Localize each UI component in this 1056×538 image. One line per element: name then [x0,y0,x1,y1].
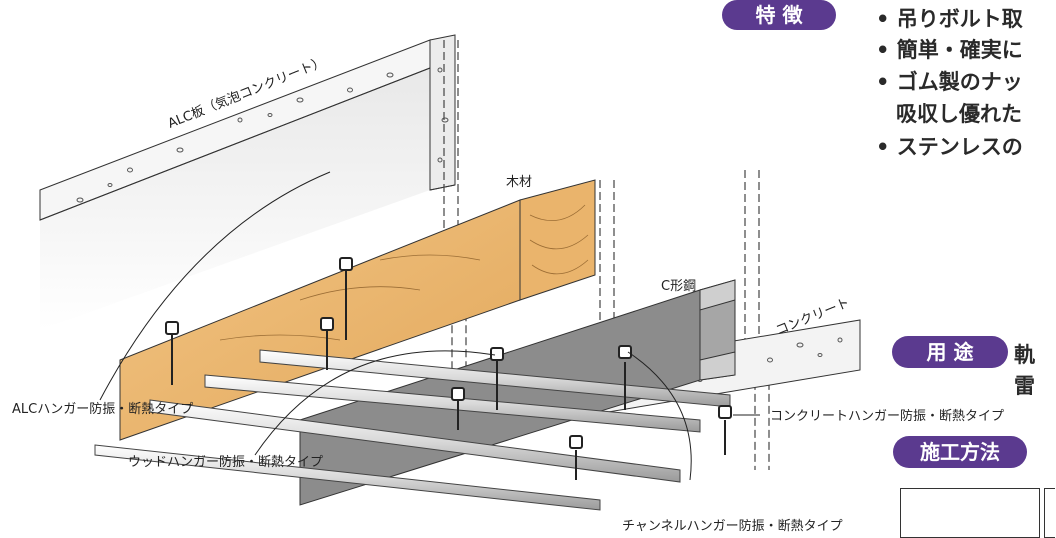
use-line-2: 雷 [1014,374,1035,398]
hanger-7 [569,435,583,480]
alc-hanger-callout: ALCハンガー防振・断熱タイプ [12,401,193,417]
hanger-1 [165,321,179,385]
callout-leader-lines [99,171,760,481]
method-step-box-1 [900,488,1040,538]
hanger-5 [451,387,465,430]
c-shaped-steel [299,279,736,506]
alc-slab [39,34,456,330]
use-line-1: 軌 [1014,343,1035,367]
hanger-4 [320,317,334,370]
feature-item-3: • ゴム製のナッ [876,70,1023,94]
hanger-8 [718,405,732,455]
feature-item-3-continued: 吸収し優れた [896,102,1022,126]
feature-item-2: • 簡単・確実に [876,38,1023,62]
concrete-hanger-callout: コンクリートハンガー防振・断熱タイプ [770,408,1004,424]
wood-hanger-callout: ウッドハンガー防振・断熱タイプ [128,454,323,470]
hanger-2 [339,257,353,340]
method-badge: 施工方法 [893,436,1027,468]
feature-item-1: • 吊りボルト取 [876,7,1023,31]
channel-hanger-callout: チャンネルハンガー防振・断熱タイプ [622,518,843,534]
wood-label: 木材 [506,175,532,190]
c-steel-label: C形鋼 [661,279,696,294]
feature-item-4: • ステンレスの [876,135,1023,159]
hanger-6 [618,345,632,410]
hanger-units [165,257,732,480]
features-badge: 特 徴 [722,0,836,30]
uses-badge: 用 途 [892,336,1008,368]
method-step-box-2 [1044,488,1055,538]
